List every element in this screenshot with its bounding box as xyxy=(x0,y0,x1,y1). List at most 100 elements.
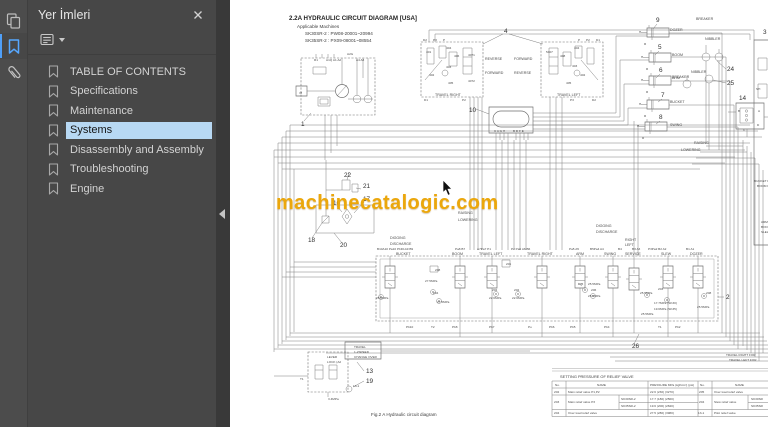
port: C xyxy=(743,128,746,132)
motion-label: DISCHARGE xyxy=(390,242,412,246)
edge-label: BOOM R xyxy=(757,184,768,188)
port: R xyxy=(644,114,647,118)
attachments-icon[interactable] xyxy=(0,59,27,85)
bookmark-item-engine[interactable]: Engine xyxy=(27,179,216,199)
pressure: 27.5MPa xyxy=(437,300,450,304)
travel-pilot-valves xyxy=(421,34,603,250)
travel-left-label: TRAVEL LEFT xyxy=(557,93,581,97)
applicable-machines: Applicable Machines xyxy=(297,24,340,29)
bookmark-icon xyxy=(48,104,59,117)
table-cell: 204 xyxy=(554,411,559,415)
figure-caption: Fig.2 A Hydraulic circuit diagram xyxy=(371,412,437,417)
port: D1 xyxy=(596,38,600,42)
edge-label: BUCKET D xyxy=(754,179,768,183)
part-num: 203 xyxy=(658,287,663,291)
port-row: T2 xyxy=(431,325,435,329)
part-num: 4071 xyxy=(468,53,475,57)
bookmark-icon xyxy=(48,143,59,156)
motion-label: LOWERING xyxy=(681,148,701,152)
nibbler-label: NIBBLER xyxy=(691,70,707,74)
part-num: 205 xyxy=(578,282,583,286)
port-row: Pb5 xyxy=(570,325,576,329)
table-header: No. xyxy=(700,383,705,387)
part-num: 402 xyxy=(580,73,585,77)
breaker-nibbler-cluster xyxy=(683,40,768,245)
table-cell: 203 xyxy=(554,400,559,404)
comp-num: 21 xyxy=(363,183,371,190)
comp-num: 10 xyxy=(469,107,477,114)
diagram-labels: 2.2A HYDRAULIC CIRCUIT DIAGRAM [USA]Appl… xyxy=(289,15,768,417)
part-num: 403 xyxy=(446,65,451,69)
port-row: B5Pa4 A4 xyxy=(590,247,604,251)
port: H xyxy=(641,78,643,82)
bookmark-item-label: Troubleshooting xyxy=(70,163,149,175)
valve-section: BOOM xyxy=(452,252,463,256)
table-cell: SK30SR xyxy=(751,397,764,401)
part-num: 405 xyxy=(448,81,453,85)
port: B xyxy=(738,109,740,113)
pressure: 22.6MPa xyxy=(489,296,502,300)
bookmark-item-disassembly-and-assembly[interactable]: Disassembly and Assembly xyxy=(27,140,216,160)
comp-num: 22 xyxy=(344,172,352,179)
table-cell: 204 xyxy=(699,400,704,404)
bookmark-item-troubleshooting[interactable]: Troubleshooting xyxy=(27,160,216,180)
bookmark-item-maintenance[interactable]: Maintenance xyxy=(27,101,216,121)
part-num: 201 xyxy=(506,262,511,266)
pilot-line-bus xyxy=(274,30,768,361)
table-cell: 17.7 (180) (2560) xyxy=(650,397,674,401)
table-cell: Main relief valve P1,P2 xyxy=(568,390,600,394)
comp-num: 3 xyxy=(763,29,767,36)
port: A xyxy=(758,109,761,113)
comp-num: 2 xyxy=(726,294,730,301)
port: P3 xyxy=(433,38,437,42)
part-num: 5407 xyxy=(546,50,553,54)
bookmark-options-button[interactable] xyxy=(37,31,68,48)
dir-label: REVERSE xyxy=(514,71,532,75)
bookmark-item-label: Specifications xyxy=(70,85,138,97)
panel-splitter[interactable] xyxy=(216,0,230,427)
pump-unit xyxy=(296,54,375,160)
pressure: 25.5MPa xyxy=(588,294,601,298)
comp-num: 13 xyxy=(366,368,374,375)
machine-1: SK30SR-2 : PW08-20001~20994 xyxy=(305,31,373,36)
pressure: 25.5MPa xyxy=(588,282,601,286)
table-cell: Over load relief valve xyxy=(568,411,597,415)
port: D xyxy=(757,123,760,127)
watermark: machinecatalogic.com xyxy=(276,192,499,214)
table-cell: Over load relief valve xyxy=(714,390,743,394)
close-bookmarks-button[interactable] xyxy=(190,7,206,23)
table-cell: 27.5 (280) (3980) xyxy=(650,411,674,415)
port: P xyxy=(443,38,445,42)
port: A1Q A1 A2 xyxy=(326,58,341,62)
port-row: T1 xyxy=(658,325,662,329)
port: R xyxy=(644,42,647,46)
comp-num: 1 xyxy=(301,121,305,128)
bookmark-item-specifications[interactable]: Specifications xyxy=(27,82,216,102)
port-row: A7Pa7 P1 xyxy=(477,247,491,251)
part-num: 13-1 xyxy=(353,384,359,388)
port-row: B1 A1 xyxy=(686,247,695,251)
table-header: NAME xyxy=(735,383,744,387)
port-row: Pb2 xyxy=(675,325,681,329)
bookmark-item-label: TABLE OF CONTENTS xyxy=(70,65,186,78)
pressure: 25.5MPa xyxy=(640,291,653,295)
cyl-label: BUCKET xyxy=(670,100,685,104)
port: A4 A3 xyxy=(356,58,365,62)
breaker-label: BREAKER xyxy=(696,17,714,21)
edge-label: BOOM xyxy=(761,225,768,229)
motion-label: RAISING xyxy=(458,211,473,215)
port: D1 xyxy=(424,98,428,102)
bookmark-item-systems[interactable]: Systems xyxy=(27,121,216,141)
port-row: Pb10 xyxy=(406,325,414,329)
comp-num: 7 xyxy=(661,92,665,99)
table-cell: 202 xyxy=(554,390,559,394)
page-thumbnails-icon[interactable] xyxy=(0,7,27,33)
bookmark-item-table-of-contents[interactable]: TABLE OF CONTENTS xyxy=(27,62,216,82)
part-num: 204 xyxy=(433,291,438,295)
breaker-label: BREAKER xyxy=(672,75,690,79)
bookmarks-icon[interactable] xyxy=(0,33,27,59)
lever-lock-module xyxy=(274,342,530,397)
collapse-panel-arrow-icon[interactable] xyxy=(219,209,225,219)
hydraulic-cylinders xyxy=(638,24,672,135)
